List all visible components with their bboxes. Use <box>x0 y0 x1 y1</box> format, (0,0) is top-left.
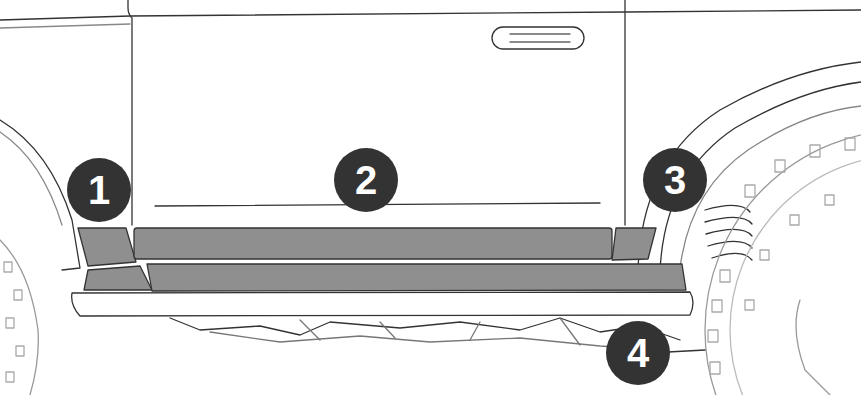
tire <box>730 155 861 395</box>
trim-panel <box>134 228 612 259</box>
door-handle <box>492 27 584 49</box>
wheel-arch <box>0 132 62 225</box>
fender-flare <box>680 106 861 268</box>
door-edge <box>624 0 625 225</box>
callout-number: 3 <box>643 148 707 212</box>
rocker-step <box>72 292 693 316</box>
trim-panel <box>78 228 136 266</box>
wheel-rim <box>796 300 830 395</box>
callout-number: 4 <box>606 321 670 385</box>
tire <box>0 240 38 395</box>
trim-panel <box>147 264 686 291</box>
chassis <box>210 332 660 350</box>
callout-number: 2 <box>334 148 398 212</box>
tire-tread <box>4 262 24 382</box>
suspension-spring <box>705 205 752 260</box>
trim-panel <box>612 228 656 260</box>
fender-flare <box>638 62 861 270</box>
trim-panel <box>84 266 152 290</box>
chassis <box>300 318 580 345</box>
door-handle <box>510 34 570 42</box>
tire-tread <box>708 138 855 374</box>
tire <box>705 130 861 395</box>
body-line <box>0 24 130 28</box>
callout-number: 1 <box>67 158 131 222</box>
